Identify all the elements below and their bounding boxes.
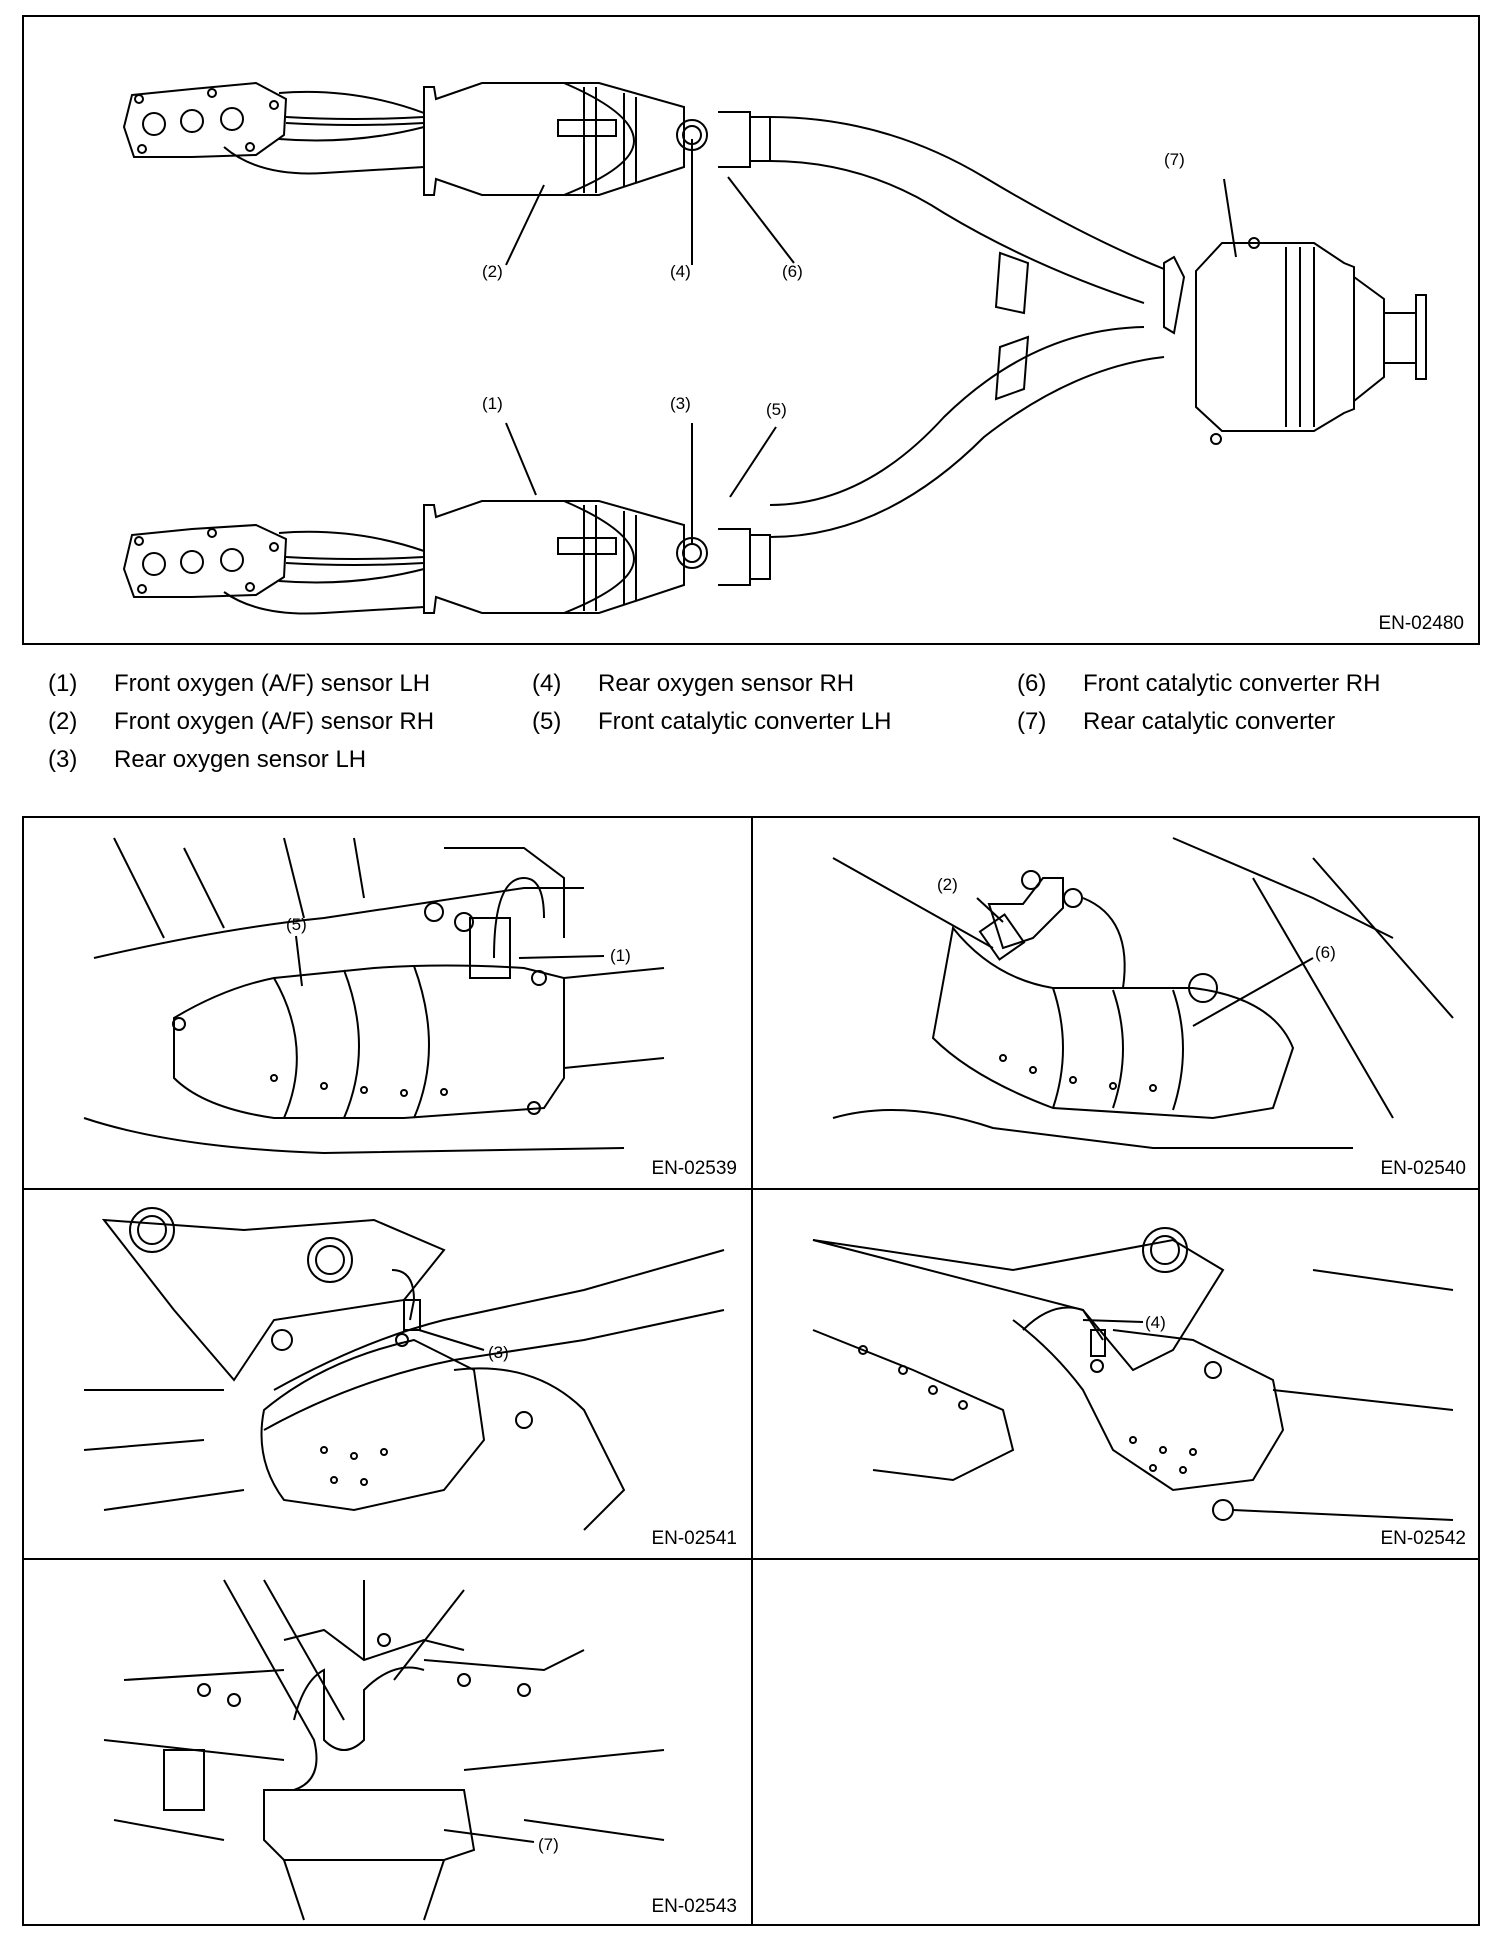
legend: (1) Front oxygen (A/F) sensor LH (2) Fro…	[0, 665, 1504, 775]
grid-divider	[24, 1558, 1478, 1560]
legend-text: Front oxygen (A/F) sensor RH	[114, 708, 435, 735]
legend-number: (4)	[532, 670, 562, 697]
legend-text: Front oxygen (A/F) sensor LH	[114, 670, 431, 697]
legend-text: Front catalytic converter RH	[1083, 670, 1381, 697]
legend-text: Front catalytic converter LH	[598, 708, 892, 735]
rh-front-cat-drawing: (2) (6)	[832, 837, 1454, 1149]
panel-ref-code: EN-02541	[651, 1528, 737, 1549]
detail-panel-lh-rear-sensor: (3) EN-02541	[24, 1190, 751, 1558]
callout-label: (6)	[1315, 943, 1336, 962]
legend-number: (5)	[532, 708, 562, 735]
lh-rear-sensor-drawing: (3)	[83, 1207, 725, 1531]
callout-label: (7)	[538, 1835, 559, 1854]
panel-ref-code: EN-02542	[1380, 1528, 1466, 1549]
lh-front-cat-drawing: (5) (1)	[83, 837, 665, 1155]
legend-number: (1)	[48, 670, 78, 697]
callout-label: (4)	[1145, 1313, 1166, 1332]
detail-panel-rh-rear-sensor: (4) EN-02542	[753, 1190, 1480, 1558]
legend-number: (7)	[1017, 708, 1047, 735]
panel-ref-code: EN-02540	[1380, 1158, 1466, 1179]
legend-number: (6)	[1017, 670, 1047, 697]
legend-text: Rear catalytic converter	[1083, 708, 1336, 735]
legend-text: Rear oxygen sensor RH	[598, 670, 855, 697]
rear-cat-drawing: (7)	[103, 1579, 665, 1921]
rh-rear-sensor-drawing: (4)	[812, 1227, 1454, 1521]
callout-label: (3)	[488, 1343, 509, 1362]
exhaust-system-drawing: (2) (4) (6) (7) (1) (3) (5)	[122, 81, 1427, 615]
grid-divider	[24, 1188, 1478, 1190]
empty-panel	[753, 1560, 1480, 1926]
callout-label: (5)	[286, 915, 307, 934]
callout-label: (1)	[610, 946, 631, 965]
figure-ref-code: EN-02480	[1378, 613, 1464, 634]
panel-ref-code: EN-02539	[651, 1158, 737, 1179]
legend-number: (3)	[48, 746, 78, 773]
detail-panel-rh-front: (2) (6) EN-02540	[753, 818, 1480, 1188]
callout-label: (5)	[766, 400, 787, 419]
detail-panel-lh-front: (5) (1) EN-02539	[24, 818, 751, 1188]
legend-number: (2)	[48, 708, 78, 735]
callout-label: (4)	[670, 262, 691, 281]
callout-label: (3)	[670, 394, 691, 413]
grid-divider	[751, 818, 753, 1924]
legend-text: Rear oxygen sensor LH	[114, 746, 367, 773]
callout-label: (1)	[482, 394, 503, 413]
panel-ref-code: EN-02543	[651, 1896, 737, 1917]
callout-label: (6)	[782, 262, 803, 281]
detail-panel-rear-cat: (7) EN-02543	[24, 1560, 751, 1926]
detail-panel-grid: (5) (1) EN-02539	[22, 816, 1480, 1926]
callout-label: (7)	[1164, 150, 1185, 169]
main-figure: (2) (4) (6) (7) (1) (3) (5) EN-02480	[22, 15, 1480, 645]
callout-label: (2)	[482, 262, 503, 281]
callout-label: (2)	[937, 875, 958, 894]
